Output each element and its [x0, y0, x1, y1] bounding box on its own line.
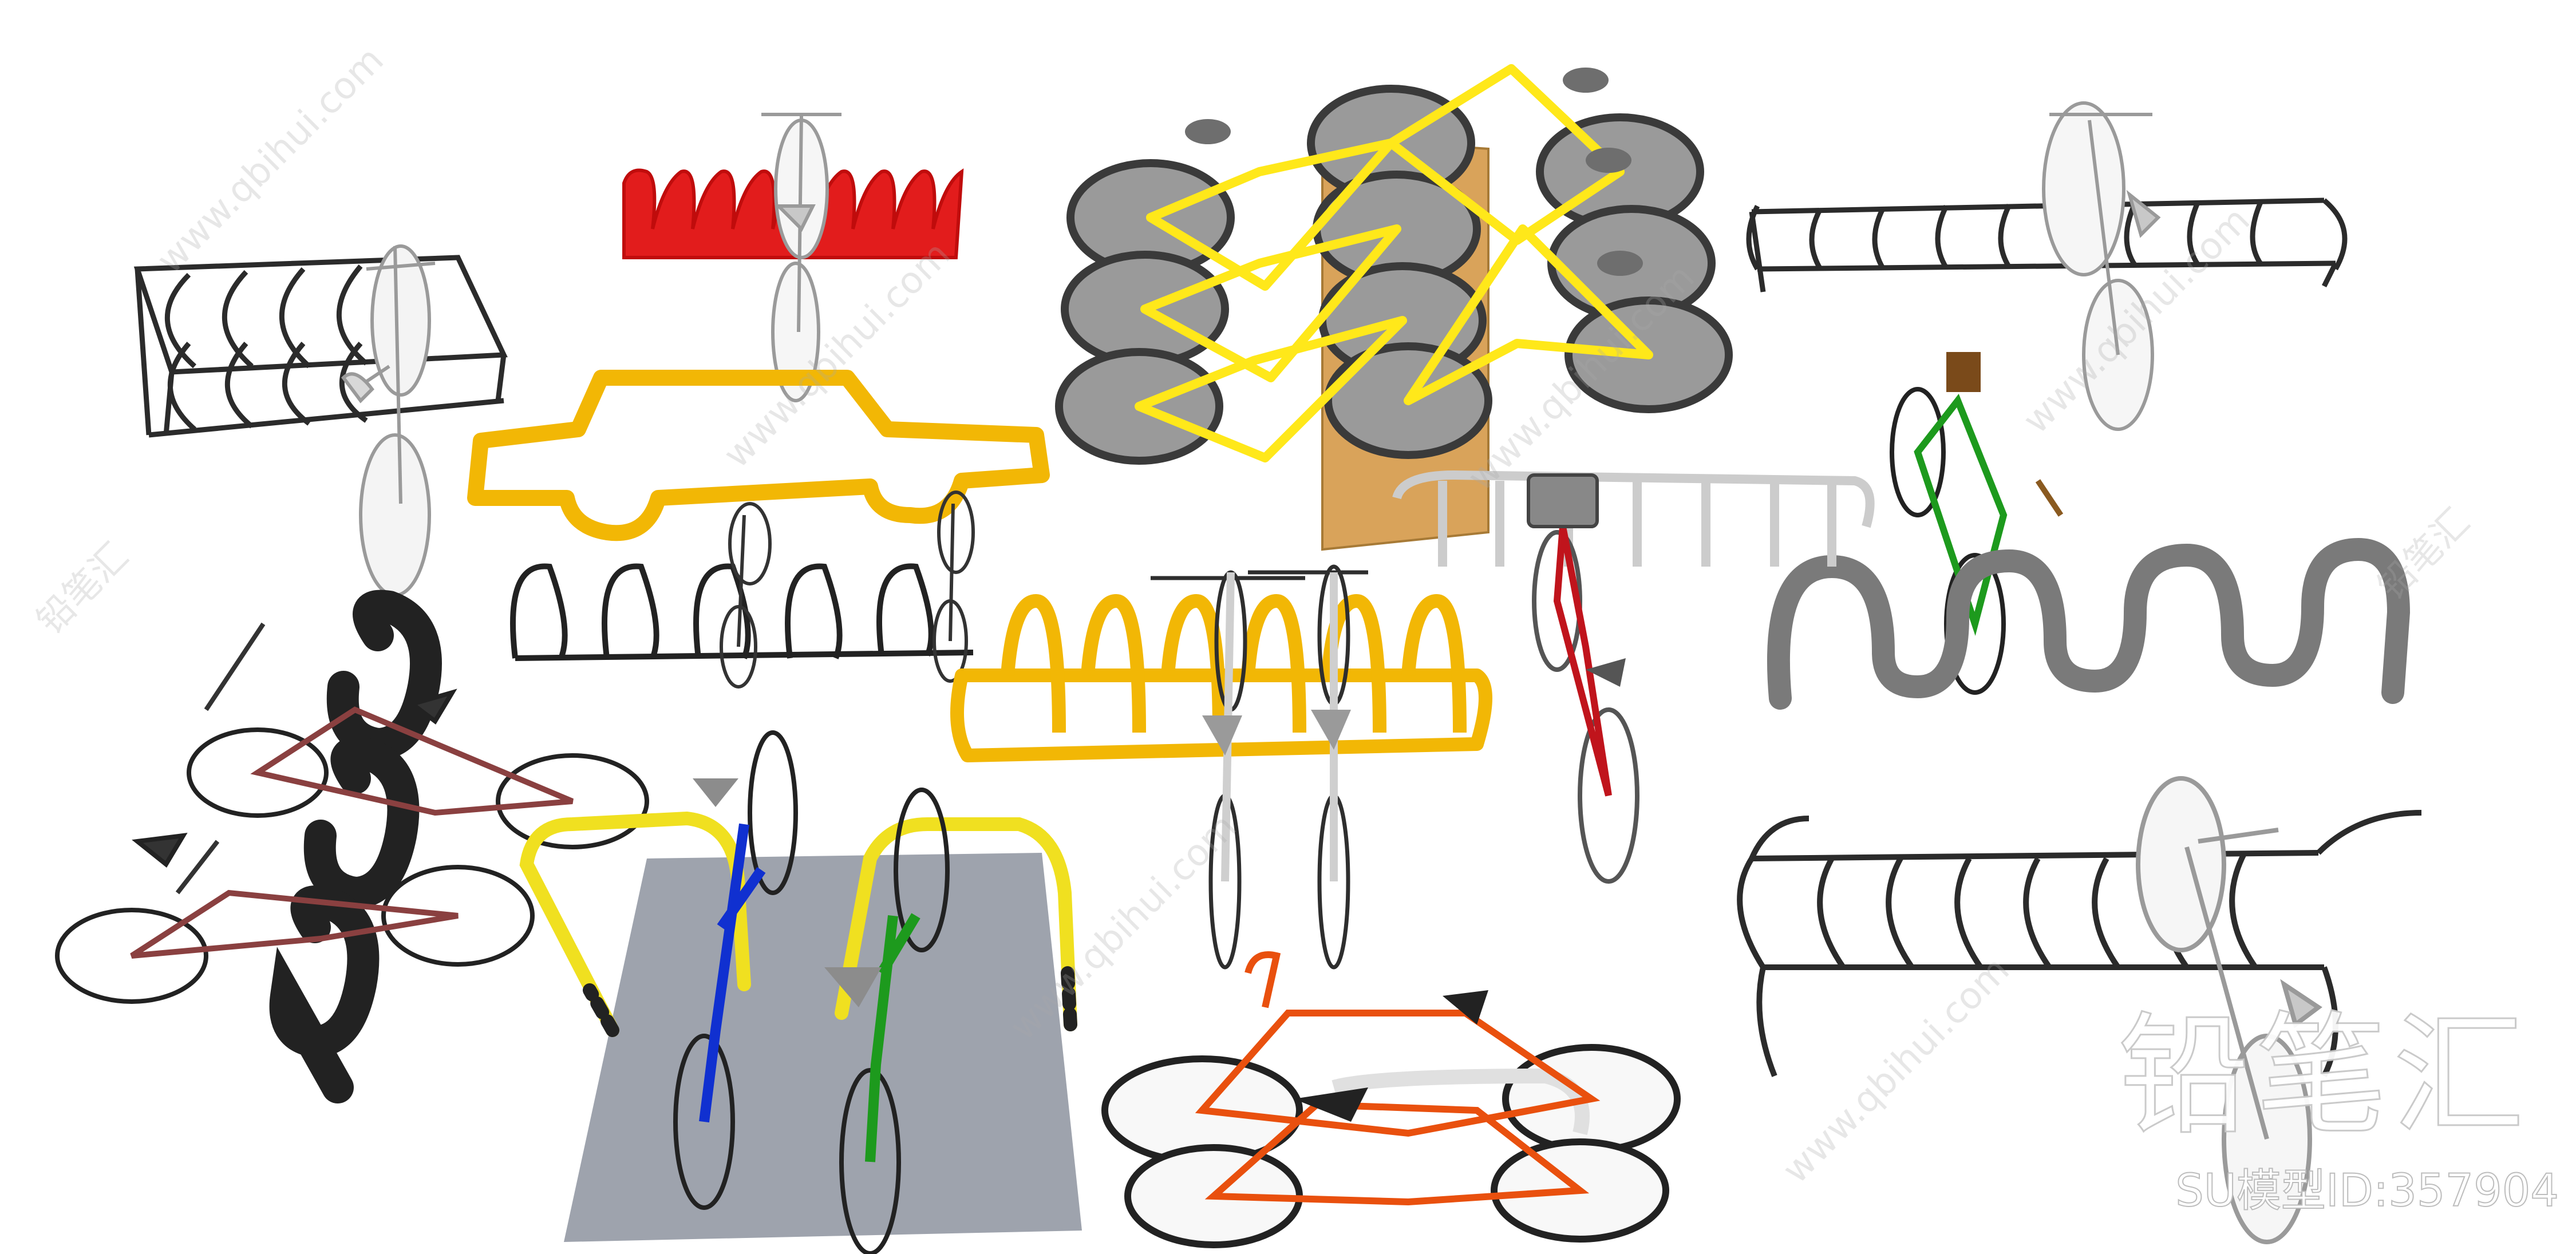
white-bikes-center — [1151, 564, 1368, 970]
blue-bike-mat — [673, 730, 798, 1210]
yellow-car-shaped-rack — [467, 370, 1050, 541]
brown-bikes-left — [55, 622, 649, 1004]
green-bike-right — [1890, 352, 2064, 695]
white-bike-top-right — [2042, 101, 2161, 431]
brand-watermark-text: 铅笔汇 — [2117, 999, 2530, 1154]
brand-watermark-badge: 铅笔汇 SU模型ID:357904 — [2089, 991, 2559, 1231]
model-id-text: SU模型ID:357904 — [2175, 1165, 2559, 1217]
green-bike-mat — [824, 788, 950, 1254]
black-bikes-center-left — [720, 490, 975, 689]
red-bike-center — [1527, 473, 1639, 884]
white-bike-top-left — [341, 244, 436, 597]
bike-saddles-stack — [1185, 68, 1643, 276]
white-bike-top-center — [761, 113, 841, 402]
black-serpentine-rack-left — [269, 590, 442, 1103]
wireframe-rack-top-left — [133, 255, 508, 438]
grey-mat-parking-pad — [564, 853, 1082, 1242]
black-wave-rack-center-left — [510, 563, 974, 661]
orange-bikes-bottom-center — [1101, 951, 1681, 1248]
yellow-bike-frames — [1135, 64, 1653, 462]
grey-wave-serpentine-rack — [1767, 537, 2411, 710]
white-bike-bottom-right — [2136, 776, 2322, 1244]
